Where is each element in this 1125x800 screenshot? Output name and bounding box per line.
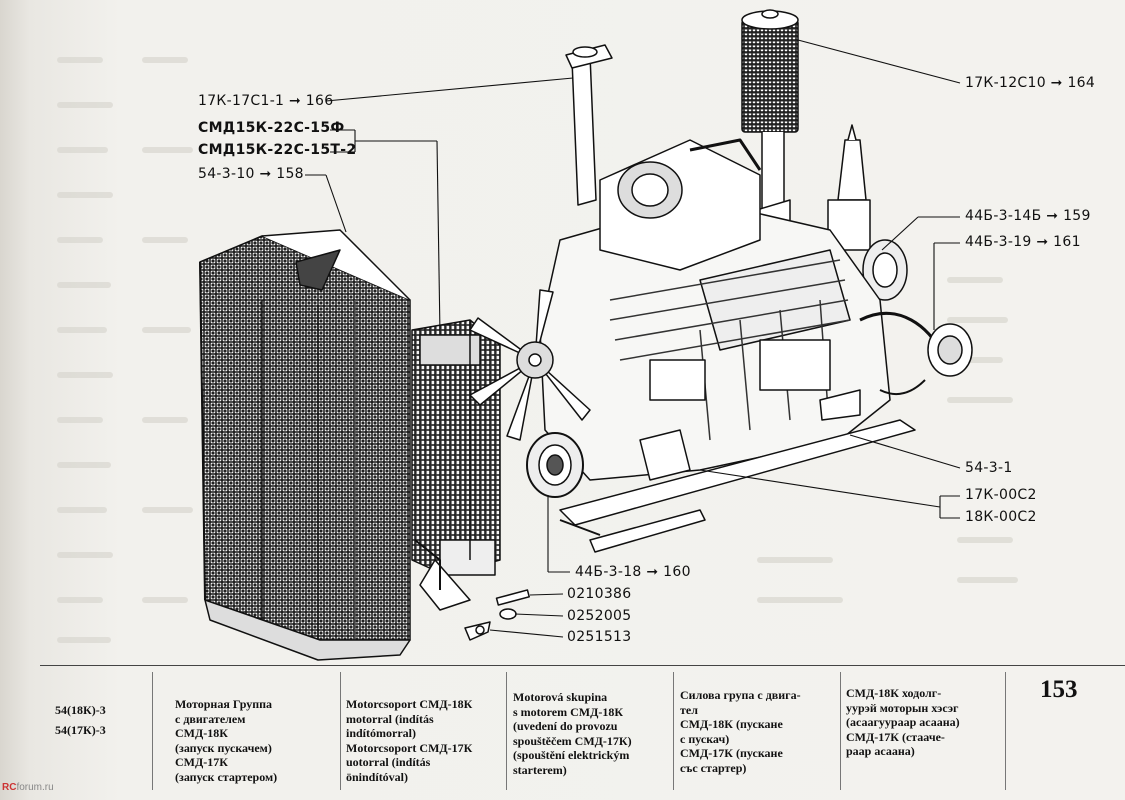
- radiator-shroud: [199, 229, 411, 661]
- group-codes: 54(18К)-3 54(17К)-3: [55, 700, 106, 740]
- callout-wingnut: 0251513: [567, 629, 632, 645]
- callout-18k: 18К-00С2: [965, 509, 1037, 525]
- column-divider: [506, 672, 507, 790]
- callout-air-filter: 17К-12С10 ➞ 164: [965, 75, 1096, 91]
- callout-engine-smd15k-t2: СМД15К-22С-15Т-2: [198, 142, 357, 158]
- callout-starter-b: 44Б-3-19 ➞ 161: [965, 234, 1081, 250]
- description-hungarian: Motorcsoport СМД-18К motorral (indítás i…: [346, 697, 473, 784]
- column-divider: [152, 672, 153, 790]
- column-divider: [840, 672, 841, 790]
- cooling-fan: [469, 289, 591, 441]
- callout-washer: 0252005: [567, 608, 632, 624]
- group-code: 54(17К)-3: [55, 723, 106, 737]
- description-czech: Motorová skupina s motorem СМД-18К (uved…: [513, 690, 632, 777]
- column-divider: [340, 672, 341, 790]
- radiator-core: [411, 319, 501, 611]
- exhaust-pipe: [565, 44, 613, 206]
- column-divider: [673, 672, 674, 790]
- front-pulley: [526, 432, 584, 498]
- group-code: 54(18К)-3: [55, 703, 106, 717]
- engine-block: [539, 138, 973, 481]
- callout-17k: 17К-00С2: [965, 487, 1037, 503]
- bleed-through-text: [57, 57, 1018, 643]
- callout-starter-a: 44Б-3-14Б ➞ 159: [965, 208, 1091, 224]
- description-bulgarian: Силова група с двига- тел СМД-18К (пуска…: [680, 688, 801, 775]
- description-mongolian: СМД-18К ходолг- уурэй моторын хэсэг (аса…: [846, 686, 960, 759]
- callout-radiator: 54-3-10 ➞ 158: [198, 166, 304, 182]
- engine-frame: [559, 389, 916, 553]
- callout-engine-smd15k-f: СМД15К-22С-15Ф: [198, 120, 345, 136]
- footer-rule: [40, 665, 1125, 666]
- callout-pulley: 44Б-3-18 ➞ 160: [575, 564, 691, 580]
- bolt-assembly: [464, 589, 530, 641]
- callout-exhaust: 17К-17С1-1 ➞ 166: [198, 93, 334, 109]
- callout-frame: 54-3-1: [965, 460, 1013, 476]
- callout-bolt: 0210386: [567, 586, 632, 602]
- leader-lines: [305, 39, 961, 638]
- description-russian: Моторная Группа с двигателем СМД-18К (за…: [175, 697, 278, 784]
- engine-assembly-diagram: [199, 9, 973, 661]
- watermark: RCforum.ru: [2, 782, 54, 793]
- page-number: 153: [1040, 676, 1078, 703]
- column-divider: [1005, 672, 1006, 790]
